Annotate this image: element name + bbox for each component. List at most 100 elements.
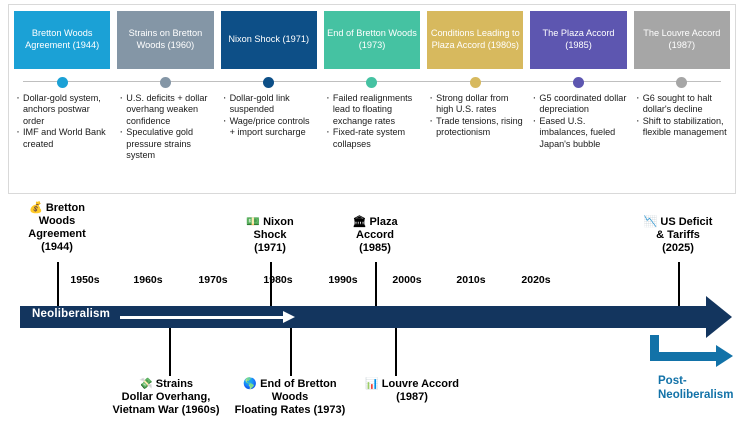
phase-bullets: G5 coordinated dollar depreciation Eased… <box>530 92 626 189</box>
marker-line: Accord <box>356 229 394 241</box>
phase-bullets-row: Dollar-gold system, anchors postwar orde… <box>14 92 730 189</box>
neoliberalism-arrow-head-icon <box>283 311 295 323</box>
post-neoliberalism-branch-horizontal-icon <box>650 352 720 361</box>
decade-label: 1990s <box>328 274 358 286</box>
neoliberalism-arrow-shaft-icon <box>120 316 285 319</box>
phase-card[interactable]: The Louvre Accord (1987) <box>633 11 730 69</box>
bullet-item: U.S. deficits + dollar overhang weaken c… <box>119 92 213 127</box>
bullet-item: Wage/price controls + import surcharge <box>223 115 317 139</box>
marker-line: 💸 Strains <box>138 378 194 390</box>
phase-dot-cell <box>221 75 317 89</box>
marker-line: (1971) <box>254 242 286 254</box>
phase-dots-row <box>14 75 730 89</box>
marker-line: 🌎 End of Bretton <box>243 378 337 390</box>
marker-line: 📊 Louvre Accord <box>365 378 459 390</box>
event-emoji-icon: 📉 <box>643 216 661 228</box>
timeline-tick-above <box>375 262 377 306</box>
phase-dot-icon <box>469 76 481 88</box>
marker-line: Woods <box>38 215 76 227</box>
decade-label: 1950s <box>70 274 100 286</box>
phase-card[interactable]: Conditions Leading to Plaza Accord (1980… <box>427 11 524 69</box>
marker-line: Shock <box>253 229 287 241</box>
decade-label: 1970s <box>198 274 228 286</box>
bullet-item: Shift to stabilization, flexible managem… <box>636 115 730 139</box>
timeline-tick-above <box>678 262 680 306</box>
post-neoliberalism-label: Post-Neoliberalism <box>658 375 734 401</box>
phase-card[interactable]: Strains on Bretton Woods (1960) <box>117 11 214 69</box>
marker-line: 🏛 Plaza <box>352 216 398 228</box>
timeline-tick-below <box>169 328 171 376</box>
phase-card[interactable]: Bretton Woods Agreement (1944) <box>14 11 111 69</box>
marker-line: (1987) <box>396 391 428 403</box>
phase-dot-cell <box>14 75 110 89</box>
phase-bullets: Dollar-gold system, anchors postwar orde… <box>14 92 110 189</box>
phase-dot-icon <box>573 76 585 88</box>
timeline-tick-above <box>270 262 272 306</box>
bullet-item: Dollar-gold link suspended <box>223 92 317 116</box>
phase-bullets: Strong dollar from high U.S. rates Trade… <box>427 92 523 189</box>
event-emoji-icon: 🌎 <box>243 378 261 390</box>
marker-line: Woods <box>271 391 309 403</box>
event-emoji-icon: 💸 <box>138 378 156 390</box>
marker-line: Dollar Overhang, <box>121 391 211 403</box>
phase-dot-cell <box>117 75 213 89</box>
bullet-item: IMF and World Bank created <box>16 126 110 150</box>
bullet-item: Fixed-rate system collapses <box>326 126 420 150</box>
bullet-item: Eased U.S. imbalances, fueled Japan's bu… <box>532 115 626 150</box>
timeline-tick-below <box>290 328 292 376</box>
event-emoji-icon: 💰 <box>29 202 46 214</box>
event-emoji-icon: 🏛 <box>352 216 370 228</box>
phase-dot-cell <box>427 75 523 89</box>
marker-line: (1985) <box>359 242 391 254</box>
marker-line: Vietnam War (1960s) <box>112 404 220 416</box>
marker-line: (1944) <box>41 241 73 253</box>
bullet-item: Trade tensions, rising protectionism <box>429 115 523 139</box>
event-emoji-icon: 💵 <box>246 216 264 228</box>
timeline-bar <box>20 306 710 328</box>
decade-label: 2000s <box>392 274 422 286</box>
phase-dot-icon <box>676 76 688 88</box>
phase-card[interactable]: Nixon Shock (1971) <box>220 11 317 69</box>
phase-dot-icon <box>56 76 68 88</box>
phase-card[interactable]: The Plaza Accord (1985) <box>530 11 627 69</box>
marker-line: & Tariffs <box>656 229 700 241</box>
phases-panel: Bretton Woods Agreement (1944) Strains o… <box>8 4 736 194</box>
marker-line: 📉 US Deficit <box>643 216 713 228</box>
marker-line: Floating Rates (1973) <box>234 404 346 416</box>
phase-dot-cell <box>324 75 420 89</box>
timeline-event-marker-below[interactable]: 📊 Louvre Accord(1987) <box>365 378 459 404</box>
phase-dot-icon <box>159 76 171 88</box>
decade-label: 1980s <box>263 274 293 286</box>
bullet-item: G6 sought to halt dollar's decline <box>636 92 730 116</box>
decade-label: 1960s <box>133 274 163 286</box>
phase-bullets: Dollar-gold link suspended Wage/price co… <box>221 92 317 189</box>
phase-bullets: U.S. deficits + dollar overhang weaken c… <box>117 92 213 189</box>
marker-line: 💰 Bretton <box>29 202 85 214</box>
phase-dot-cell <box>634 75 730 89</box>
post-neoliberalism-branch-vertical-icon <box>650 335 659 361</box>
decade-label: 2010s <box>456 274 486 286</box>
bullet-item: Dollar-gold system, anchors postwar orde… <box>16 92 110 127</box>
post-neoliberalism-arrow-head-icon <box>716 345 733 367</box>
bullet-item: Speculative gold pressure strains system <box>119 126 213 161</box>
bullet-item: Strong dollar from high U.S. rates <box>429 92 523 116</box>
phase-dot-icon <box>366 76 378 88</box>
phase-dot-cell <box>530 75 626 89</box>
timeline-tick-below <box>395 328 397 376</box>
phase-bullets: Failed realignments lead to floating exc… <box>324 92 420 189</box>
phase-bullets: G6 sought to halt dollar's decline Shift… <box>634 92 730 189</box>
marker-line: (2025) <box>662 242 694 254</box>
phase-card[interactable]: End of Bretton Woods (1973) <box>323 11 421 69</box>
timeline-tick-above <box>57 262 59 306</box>
bullet-item: G5 coordinated dollar depreciation <box>532 92 626 116</box>
phase-dot-icon <box>263 76 275 88</box>
timeline: Neoliberalism 1950s 1960s 1970s 1980s 1990s 2… <box>0 196 750 436</box>
timeline-bar-label: Neoliberalism <box>32 308 111 320</box>
marker-line: Agreement <box>28 228 86 240</box>
timeline-event-marker-above[interactable]: 📉 US Deficit& Tariffs(2025) <box>644 216 713 255</box>
